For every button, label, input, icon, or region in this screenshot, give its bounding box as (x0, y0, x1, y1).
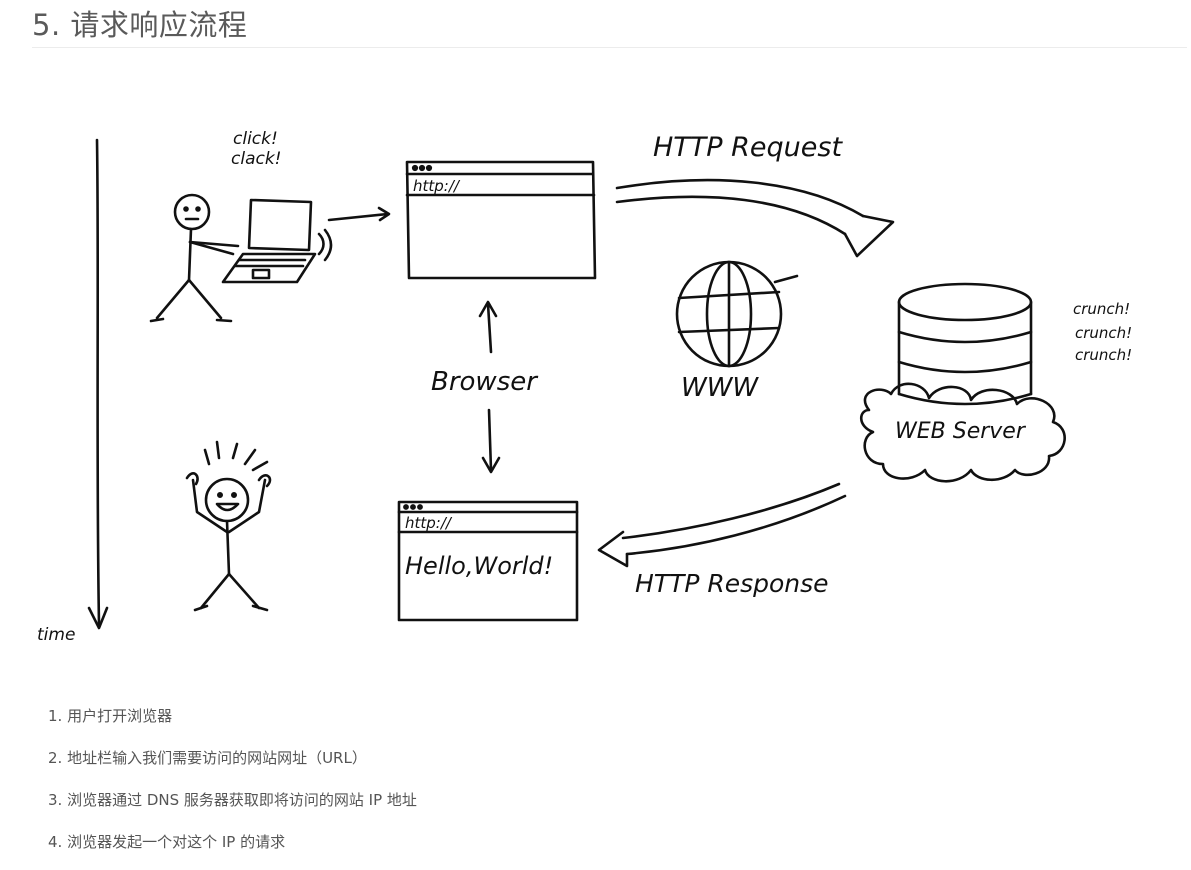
browser-up-arrow (486, 302, 493, 354)
url-text-top: http:// (413, 177, 461, 195)
laptop-icon (221, 198, 333, 284)
http-response-label: HTTP Response (635, 569, 829, 598)
crunch-label-3: crunch! (1075, 346, 1132, 364)
clack-label: clack! (231, 149, 282, 169)
crunch-label-2: crunch! (1075, 324, 1132, 342)
http-response-arrow (597, 482, 847, 568)
click-label: click! (233, 129, 278, 149)
crunch-label-1: crunch! (1073, 300, 1130, 318)
browser-label: Browser (431, 367, 539, 397)
server-cloud-icon (859, 382, 1066, 483)
www-label: WWW (681, 373, 759, 403)
web-server-label: WEB Server (895, 419, 1027, 444)
list-item: 4. 浏览器发起一个对这个 IP 的请求 (48, 833, 286, 851)
database-icon (897, 282, 1033, 406)
time-arrow (87, 138, 109, 630)
browser-down-arrow (487, 408, 493, 472)
section-heading: 5. 请求响应流程 (32, 8, 248, 42)
heading-divider (32, 47, 1187, 48)
http-request-label: HTTP Request (653, 132, 843, 163)
happy-stick-figure (185, 440, 272, 612)
hello-world-text: Hello,World! (405, 552, 553, 580)
request-response-diagram: time click! clack! (33, 92, 1188, 652)
user-to-browser-arrow (327, 212, 390, 222)
steps-list: 1. 用户打开浏览器 2. 地址栏输入我们需要访问的网站网址（URL） 3. 浏… (48, 702, 417, 870)
browser-window-bottom (397, 500, 579, 622)
time-label: time (37, 625, 75, 645)
browser-window-top (405, 160, 597, 280)
url-text-bottom: http:// (405, 514, 453, 532)
list-item: 2. 地址栏输入我们需要访问的网站网址（URL） (48, 749, 367, 767)
globe-icon (675, 260, 799, 368)
list-item: 1. 用户打开浏览器 (48, 707, 173, 725)
list-item: 3. 浏览器通过 DNS 服务器获取即将访问的网站 IP 地址 (48, 791, 417, 809)
http-request-arrow (615, 178, 895, 258)
user-stick-figure (149, 193, 240, 323)
